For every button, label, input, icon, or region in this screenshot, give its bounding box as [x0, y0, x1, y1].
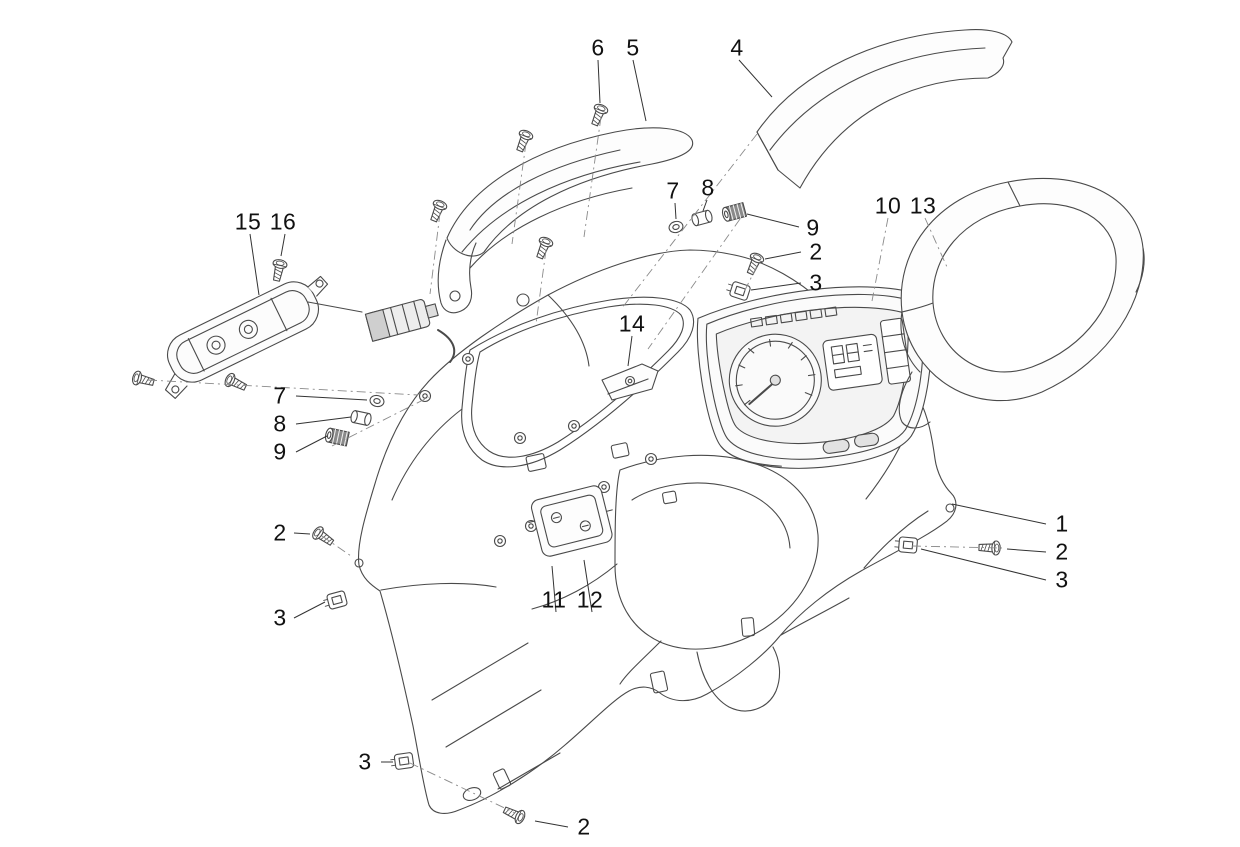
callout-part-3-bottom: 3 — [358, 748, 372, 775]
callout-part-4: 4 — [730, 34, 744, 61]
callout-part-9-left: 9 — [273, 438, 287, 465]
callout-part-9-upper: 9 — [806, 214, 820, 241]
callout-part-3-right: 3 — [1055, 566, 1069, 593]
part-5-handlebar-cover — [437, 127, 694, 314]
callout-part-13: 13 — [909, 192, 937, 219]
wiring-connector — [307, 299, 456, 363]
callout-part-15: 15 — [234, 208, 262, 235]
callout-part-11: 11 — [541, 586, 567, 613]
callout-part-2-upper-right: 2 — [809, 238, 823, 265]
callout-part-7-left: 7 — [273, 382, 287, 409]
callout-part-8-upper: 8 — [701, 174, 715, 201]
callout-part-16: 16 — [269, 208, 297, 235]
callout-part-3-left: 3 — [273, 604, 287, 631]
leader-lines — [249, 59, 1047, 828]
callout-part-2-left: 2 — [273, 519, 287, 546]
callout-part-7-upper: 7 — [666, 177, 680, 204]
callout-part-5: 5 — [626, 34, 640, 61]
callout-part-6: 6 — [591, 34, 605, 61]
part-13-cluster-visor — [898, 177, 1145, 429]
callout-part-2-bottom: 2 — [577, 813, 591, 840]
part-11-12-bracket-plate — [528, 485, 613, 557]
callout-part-8-left: 8 — [273, 410, 287, 437]
part-10-instrument-cluster — [696, 286, 933, 469]
part-14-bracket — [601, 363, 659, 401]
callout-part-3-upper-right: 3 — [809, 269, 823, 296]
callout-part-2-right: 2 — [1055, 538, 1069, 565]
part-15-indicator-lamp — [164, 275, 329, 399]
callout-part-10: 10 — [874, 192, 902, 219]
callout-part-12: 12 — [576, 586, 604, 613]
part-4-windscreen-cover — [756, 29, 1013, 189]
callout-part-1: 1 — [1055, 510, 1069, 537]
axis-lines — [147, 116, 1003, 814]
callout-part-14: 14 — [618, 310, 646, 337]
